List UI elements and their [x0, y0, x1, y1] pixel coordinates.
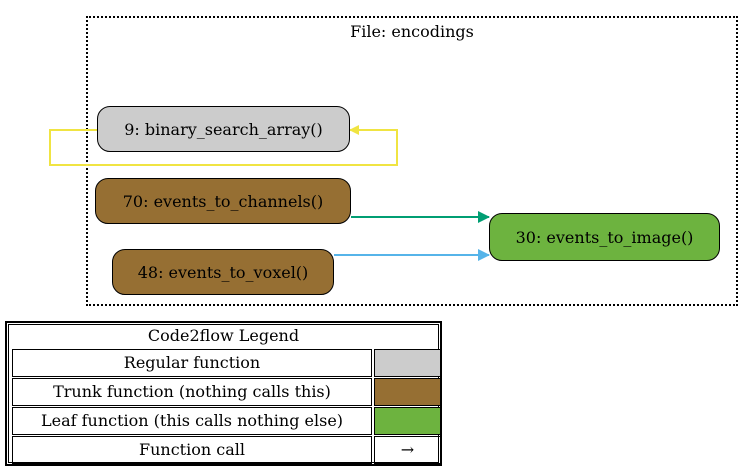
cluster-title: File: encodings [350, 22, 474, 41]
file-cluster-encodings: File: encodings [86, 16, 738, 306]
node-label: 9: binary_search_array() [124, 119, 323, 139]
legend-swatch-regular [374, 349, 441, 377]
legend-label: Trunk function (nothing calls this) [12, 378, 372, 406]
legend-row-call: Function call → [12, 436, 441, 464]
arrow-right-icon: → [374, 436, 441, 464]
node-label: 30: events_to_image() [515, 227, 694, 247]
node-events-to-channels[interactable]: 70: events_to_channels() [95, 178, 351, 224]
node-label: 70: events_to_channels() [122, 191, 324, 211]
legend-title: Code2flow Legend [147, 326, 300, 345]
node-events-to-image[interactable]: 30: events_to_image() [489, 213, 720, 261]
edge-binary-search-array-self [49, 125, 398, 166]
legend-swatch-leaf [374, 407, 441, 435]
legend-label: Function call [12, 436, 372, 464]
legend-swatch-trunk [374, 378, 441, 406]
node-label: 48: events_to_voxel() [137, 262, 309, 282]
node-binary-search-array[interactable]: 9: binary_search_array() [97, 106, 350, 152]
legend-row-trunk: Trunk function (nothing calls this) [12, 378, 441, 406]
legend-row-leaf: Leaf function (this calls nothing else) [12, 407, 441, 435]
legend-row-regular: Regular function [12, 349, 441, 377]
legend-label: Leaf function (this calls nothing else) [12, 407, 372, 435]
node-events-to-voxel[interactable]: 48: events_to_voxel() [112, 249, 334, 295]
legend-table: Regular function Trunk function (nothing… [12, 349, 441, 465]
legend: Code2flow Legend Regular function Trunk … [5, 321, 442, 466]
legend-label: Regular function [12, 349, 372, 377]
